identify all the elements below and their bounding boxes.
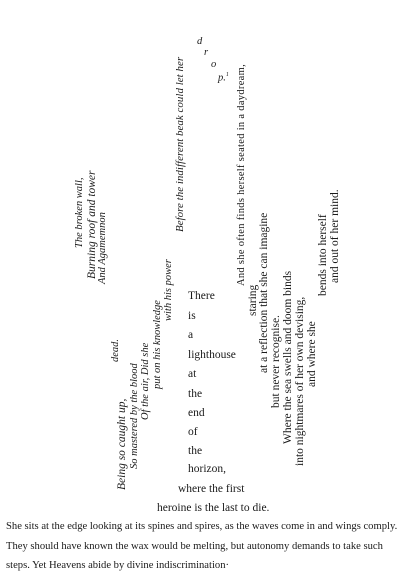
column-line: the bbox=[188, 388, 203, 400]
verse-line: And she often finds herself seated in a … bbox=[236, 63, 247, 286]
verse-line: So mastered by the blood bbox=[129, 363, 140, 469]
column-line: is bbox=[188, 310, 196, 322]
column-line: where the first bbox=[178, 483, 245, 495]
verse-line: and out of her mind. bbox=[329, 189, 341, 283]
verse-line: dead. bbox=[110, 338, 121, 362]
verse-line: with his power bbox=[163, 259, 174, 321]
column-line: lighthouse bbox=[188, 349, 236, 361]
column-line: the bbox=[188, 445, 203, 457]
drop-letter: r bbox=[204, 47, 209, 58]
drop-letter-text: p. bbox=[218, 72, 226, 84]
drop-letter: p.1 bbox=[218, 72, 229, 84]
verse-line: Before the indifferent beak could let he… bbox=[174, 56, 186, 232]
verse-line: bends into herself bbox=[317, 214, 329, 296]
column-line: There bbox=[188, 290, 215, 302]
column-line: a bbox=[188, 329, 194, 341]
verse-line: and where she bbox=[306, 321, 318, 387]
verse-line: put on his knowledge bbox=[152, 300, 163, 389]
column-line: horizon, bbox=[188, 463, 227, 475]
column-line: heroine is the last to die. bbox=[157, 502, 270, 514]
verse-line: at a reflection that she can imagine bbox=[258, 212, 270, 373]
verse-line: into nightmares of her own devising, bbox=[294, 296, 306, 466]
verse-line: And Agamemnon bbox=[97, 212, 108, 284]
column-line: of bbox=[188, 426, 198, 438]
drop-letter: d bbox=[197, 36, 203, 47]
verse-line: Of the air, Did she bbox=[140, 342, 151, 420]
verse-line: The broken wall, bbox=[74, 177, 85, 248]
footnote-mark: 1 bbox=[225, 72, 229, 78]
column-line: end bbox=[188, 407, 205, 419]
verse-line: Being so caught up, bbox=[116, 398, 128, 490]
prose-line: They should have known the wax would be … bbox=[6, 541, 383, 552]
verse-line: Where the sea swells and doom binds bbox=[282, 270, 294, 444]
verse-line: but never recognise. bbox=[270, 315, 282, 408]
column-line: at bbox=[188, 368, 197, 380]
prose-line: steps. Yet Heavens abide by divine indis… bbox=[6, 560, 230, 571]
drop-letter: o bbox=[211, 59, 217, 70]
prose-line: She sits at the edge looking at its spin… bbox=[6, 521, 398, 532]
